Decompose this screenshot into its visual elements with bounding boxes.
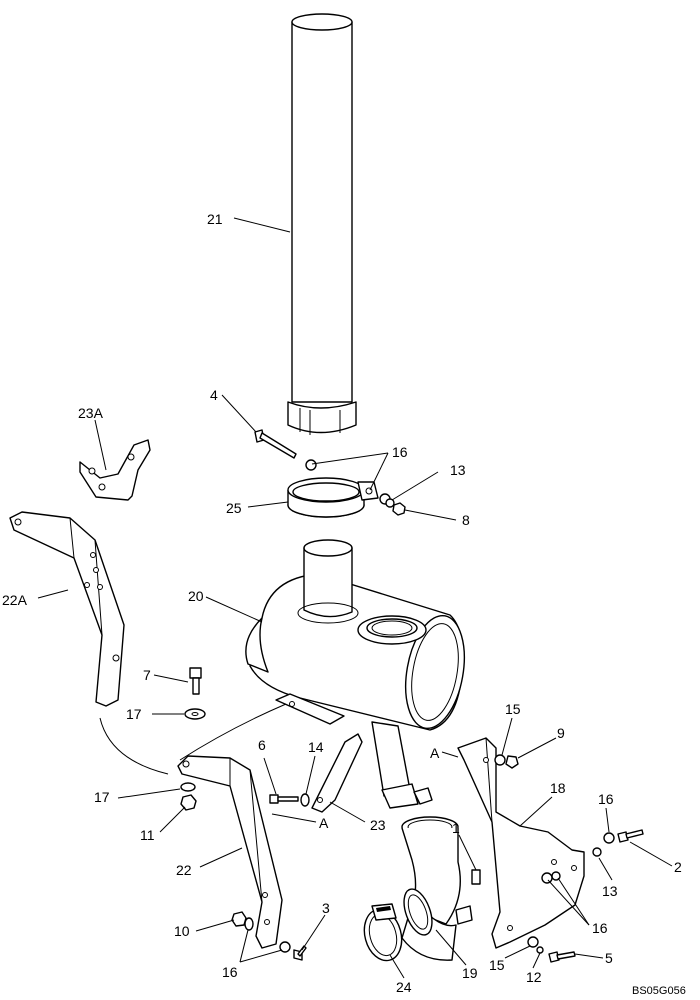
washer-15-lower-part (527, 936, 539, 948)
bolt-7-part (189, 667, 202, 695)
bolt-6-part (269, 794, 299, 804)
callout-ref-a-right: A (430, 745, 440, 761)
muffler-part (245, 539, 465, 809)
clamp-24-part (363, 903, 403, 962)
callout-22a: 22A (2, 592, 28, 608)
nut-8-part (392, 502, 406, 516)
drawing-code: BS05G056 (632, 985, 686, 997)
lockwasher-12-part (536, 946, 544, 954)
callout-22: 22 (176, 862, 192, 878)
lockwasher-13-right-part (592, 847, 602, 857)
leader-lines (37, 217, 673, 979)
callout-16-lower-left: 16 (222, 964, 238, 980)
callout-11: 11 (140, 827, 155, 843)
nut-11-part (180, 794, 197, 811)
callout-5: 5 (605, 950, 613, 966)
callout-25: 25 (226, 500, 242, 516)
callout-20: 20 (188, 588, 204, 604)
callout-3: 3 (322, 900, 330, 916)
callout-6: 6 (258, 737, 266, 753)
callout-ref-a-left: A (319, 815, 329, 831)
callout-9: 9 (557, 725, 565, 741)
bracket-23-part (311, 733, 363, 813)
bolt-2-part (617, 829, 644, 843)
callout-10: 10 (174, 923, 190, 939)
callout-23a: 23A (78, 405, 104, 421)
washer-16-far-right-part (603, 832, 615, 844)
nut-9-part (505, 755, 519, 769)
callout-labels: 21 4 16 13 8 25 23A 22A 20 7 17 6 14 A 2… (2, 211, 682, 995)
washer-16-lower-left-part (244, 917, 254, 931)
callout-16-far-right: 16 (598, 791, 614, 807)
elbow-19-part (401, 816, 473, 961)
callout-21: 21 (207, 211, 223, 227)
callout-17-lower: 17 (94, 789, 110, 805)
assembly-ref-line-2 (179, 703, 287, 761)
callout-23: 23 (370, 817, 386, 833)
washer-16-top-part (305, 459, 317, 471)
assembly-ref-line-1 (99, 717, 169, 775)
clamp-band-part (287, 477, 379, 518)
washer-15-upper-part (494, 754, 506, 766)
callout-17-upper: 17 (126, 706, 142, 722)
callout-8: 8 (462, 512, 470, 528)
callout-24: 24 (396, 979, 412, 995)
washer-14-part (300, 793, 310, 807)
support-22a-part (9, 511, 125, 707)
callout-2: 2 (674, 859, 682, 875)
lockwasher-13-part (385, 498, 395, 508)
callout-16-right: 16 (592, 920, 608, 936)
bolt-4-part (254, 429, 297, 459)
tailpipe-part (287, 13, 357, 435)
washer-16-right-part (541, 872, 553, 884)
support-22-part (177, 755, 283, 949)
bolt-5-part (548, 951, 576, 963)
callout-12: 12 (526, 969, 542, 985)
bracket-plate-18-part (457, 737, 585, 949)
nut-10-part (231, 911, 247, 927)
callout-18: 18 (550, 780, 566, 796)
callout-15-upper: 15 (505, 701, 521, 717)
callout-14: 14 (308, 739, 324, 755)
callout-16-top: 16 (392, 444, 408, 460)
callout-19: 19 (462, 965, 478, 981)
bolt-1-part (471, 869, 481, 885)
callout-1: 1 (452, 820, 460, 836)
callout-7: 7 (143, 667, 151, 683)
washer-16-lower-mid-part (279, 941, 291, 953)
callout-15-lower: 15 (489, 957, 505, 973)
callout-13-right: 13 (602, 883, 618, 899)
callout-13-top: 13 (450, 462, 466, 478)
bracket-23a-part (79, 439, 151, 501)
bolt-3-part (293, 945, 307, 961)
callout-4: 4 (210, 387, 218, 403)
washer-17-lower-part (180, 782, 196, 792)
